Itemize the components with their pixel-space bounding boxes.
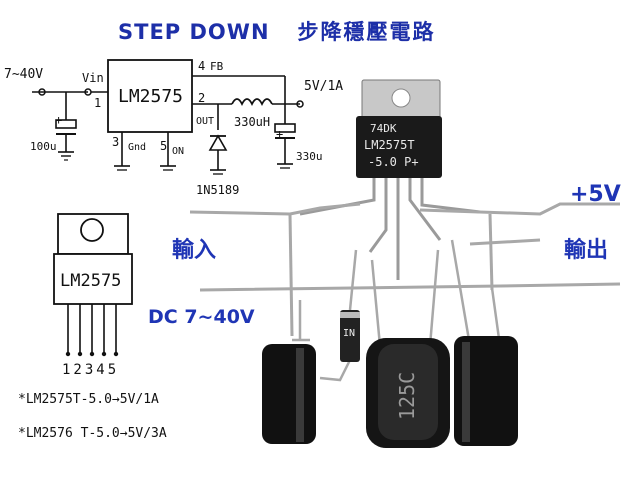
output-cap-value: 330u (296, 150, 323, 163)
output-rating: 5V/1A (304, 79, 343, 94)
dc-range-label: DC 7~40V (148, 306, 255, 328)
output-bus-wire (419, 202, 620, 216)
photo-assembly: 74DK LM2575T -5.0 P+ IN 125C (189, 79, 621, 448)
ic-marking-1: 74DK (370, 122, 397, 135)
title-english: STEP DOWN (118, 20, 270, 44)
package-chip-label: LM2575 (60, 271, 121, 291)
package-hole (80, 218, 104, 242)
input-bus-wire (189, 202, 361, 216)
on-label: ON (172, 146, 184, 157)
vin-label: Vin (82, 71, 104, 85)
diode-body (340, 310, 360, 362)
package-body (53, 253, 133, 305)
page-title: STEP DOWN 步降穩壓電路 (118, 16, 436, 46)
ic-leads (299, 178, 481, 280)
package-leads (67, 304, 117, 352)
input-terminal (38, 88, 46, 96)
input-capacitor (55, 119, 77, 129)
output-capacitor (274, 123, 296, 133)
input-label: 輸入 (172, 238, 217, 263)
inductor-value: 330uH (234, 115, 270, 129)
pin5-label: 5 (160, 139, 167, 153)
title-chinese: 步降穩壓電路 (297, 20, 436, 44)
diode-part: 1N5189 (196, 183, 239, 197)
fb-label: FB (210, 60, 224, 73)
output-terminal (296, 100, 304, 108)
gnd-label: Gnd (128, 142, 146, 153)
ic-marking-3: -5.0 P+ (368, 155, 419, 169)
plus5v-label: +5V (570, 182, 621, 207)
note-lm2575: *LM2575T-5.0→5V/1A (18, 392, 159, 407)
pin3-label: 3 (112, 135, 119, 149)
inductor-coil (231, 98, 273, 107)
pin4-label: 4 (198, 59, 205, 73)
input-capacitor-photo (262, 344, 316, 444)
inductor-marking: 125C (395, 372, 419, 420)
regulator-block (107, 59, 193, 133)
package-tab (57, 213, 129, 255)
vin-range-label: 7~40V (4, 67, 43, 82)
input-cap-value: 100u (30, 140, 57, 153)
ground-bus-wire (199, 282, 621, 292)
ic-marking-2: LM2575T (364, 138, 415, 152)
diode-symbol (208, 134, 228, 151)
ic-body (356, 116, 442, 178)
pin1-label: 1 (94, 96, 101, 110)
diode-marking: IN (343, 328, 355, 339)
package-pin-numbers: 12345 (62, 362, 119, 378)
pin2-label: 2 (198, 91, 205, 105)
chip-label: LM2575 (118, 86, 183, 107)
note-lm2576: *LM2576 T-5.0→5V/3A (18, 426, 167, 441)
svg-text:+: + (276, 127, 283, 141)
package-lead-dots (65, 351, 119, 357)
output-label: 輸出 (564, 238, 609, 263)
svg-text:+: + (55, 113, 62, 127)
out-label: OUT (196, 116, 214, 127)
